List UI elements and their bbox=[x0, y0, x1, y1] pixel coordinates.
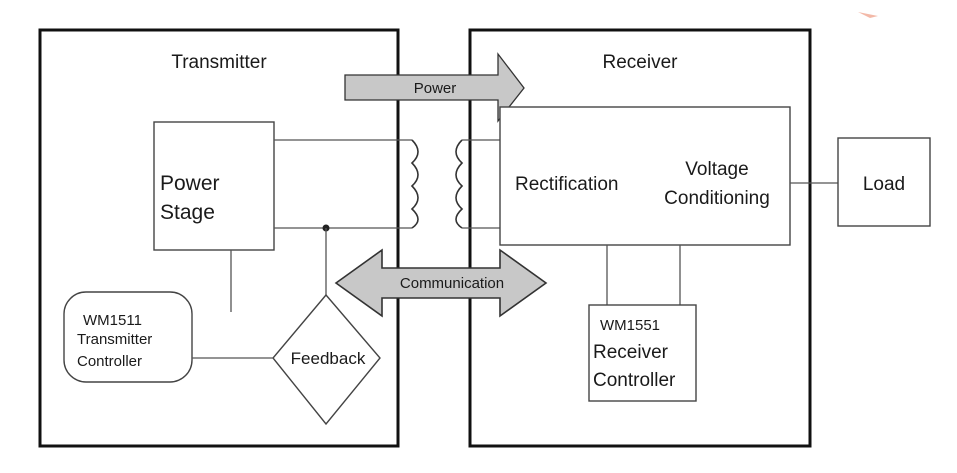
load-label: Load bbox=[863, 174, 905, 195]
receiver-controller-label-line1: WM1551 bbox=[600, 317, 660, 334]
transmitter-controller-box bbox=[63, 291, 193, 383]
secondary-coil bbox=[455, 139, 464, 229]
power-stage-label-line1: Power bbox=[160, 172, 220, 195]
feedback-label: Feedback bbox=[291, 349, 366, 368]
receiver-title: Receiver bbox=[603, 52, 679, 73]
load-box bbox=[837, 137, 931, 227]
transmitter-controller-label-line3: Controller bbox=[77, 353, 142, 370]
transmitter-controller-label-line1: WM1511 bbox=[83, 312, 142, 329]
feedback-diamond bbox=[272, 293, 381, 426]
power-arrow bbox=[344, 52, 525, 123]
power-arrow-label: Power bbox=[414, 80, 457, 97]
voltage-conditioning-label-line2: Conditioning bbox=[664, 188, 770, 209]
receiver-frame bbox=[468, 28, 812, 448]
transmitter-title: Transmitter bbox=[171, 52, 267, 73]
receiver-controller-label-line2: Receiver bbox=[593, 342, 669, 363]
receiver-controller-box bbox=[588, 304, 697, 402]
rectification-label: Rectification bbox=[515, 174, 619, 195]
transmitter-controller-label-line2: Transmitter bbox=[77, 331, 152, 348]
communication-arrow-label: Communication bbox=[400, 275, 504, 292]
rectification-conditioning-box bbox=[499, 106, 791, 246]
voltage-conditioning-label-line1: Voltage bbox=[685, 159, 748, 180]
transmitter-frame bbox=[38, 28, 400, 448]
primary-coil bbox=[410, 139, 419, 229]
power-stage-box bbox=[153, 121, 275, 251]
corner-mark bbox=[858, 12, 878, 18]
receiver-controller-label-line3: Controller bbox=[593, 370, 676, 391]
communication-arrow bbox=[334, 248, 548, 318]
power-stage-label-line2: Stage bbox=[160, 201, 215, 224]
